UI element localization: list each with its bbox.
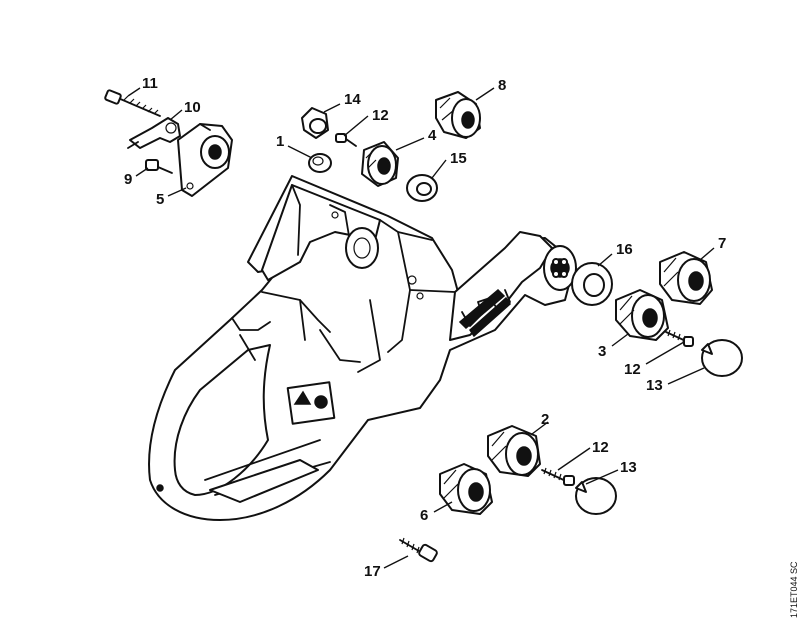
screw-17 xyxy=(399,537,438,563)
callout-12: 12 xyxy=(624,361,641,378)
cap-13-lower xyxy=(575,477,617,515)
washer-16 xyxy=(571,262,613,306)
callout-2: 2 xyxy=(541,411,549,428)
screw-12-lower xyxy=(541,467,575,486)
callout-10: 10 xyxy=(184,99,201,116)
callout-12: 12 xyxy=(372,107,389,124)
buffer-6 xyxy=(439,463,493,515)
cover-5 xyxy=(177,123,233,197)
callout-13: 13 xyxy=(620,459,637,476)
callout-1: 1 xyxy=(276,133,284,150)
callout-14: 14 xyxy=(344,91,361,108)
callout-16: 16 xyxy=(616,241,633,258)
bracket-10 xyxy=(127,117,181,149)
leader-lines xyxy=(127,87,715,569)
screw-9 xyxy=(145,159,173,174)
screw-12-right xyxy=(665,329,694,347)
callout-labels: 11 10 9 5 14 12 1 4 8 15 16 7 3 12 13 2 … xyxy=(124,75,726,580)
callout-15: 15 xyxy=(450,150,467,167)
callout-6: 6 xyxy=(420,507,428,524)
buffer-8 xyxy=(435,91,481,139)
cap-13-right xyxy=(701,339,743,377)
callout-12: 12 xyxy=(592,439,609,456)
diagram-reference-code: 171ET044 SC xyxy=(789,561,799,618)
buffer-3 xyxy=(615,289,669,341)
screw-11 xyxy=(104,89,161,117)
grommet-1 xyxy=(308,153,332,173)
callout-17: 17 xyxy=(364,563,381,580)
washer-15 xyxy=(406,174,438,202)
callout-11: 11 xyxy=(142,75,158,92)
callout-13: 13 xyxy=(646,377,663,394)
callout-3: 3 xyxy=(598,343,606,360)
buffer-4 xyxy=(361,141,399,187)
screw-12-upper xyxy=(335,133,357,147)
callout-4: 4 xyxy=(428,127,437,144)
buffer-2 xyxy=(487,425,541,477)
callout-7: 7 xyxy=(718,235,726,252)
main-housing xyxy=(148,175,577,521)
callout-5: 5 xyxy=(156,191,164,208)
callout-8: 8 xyxy=(498,77,506,94)
cap-14 xyxy=(301,107,329,139)
callout-9: 9 xyxy=(124,171,132,188)
buffer-7 xyxy=(659,251,713,305)
